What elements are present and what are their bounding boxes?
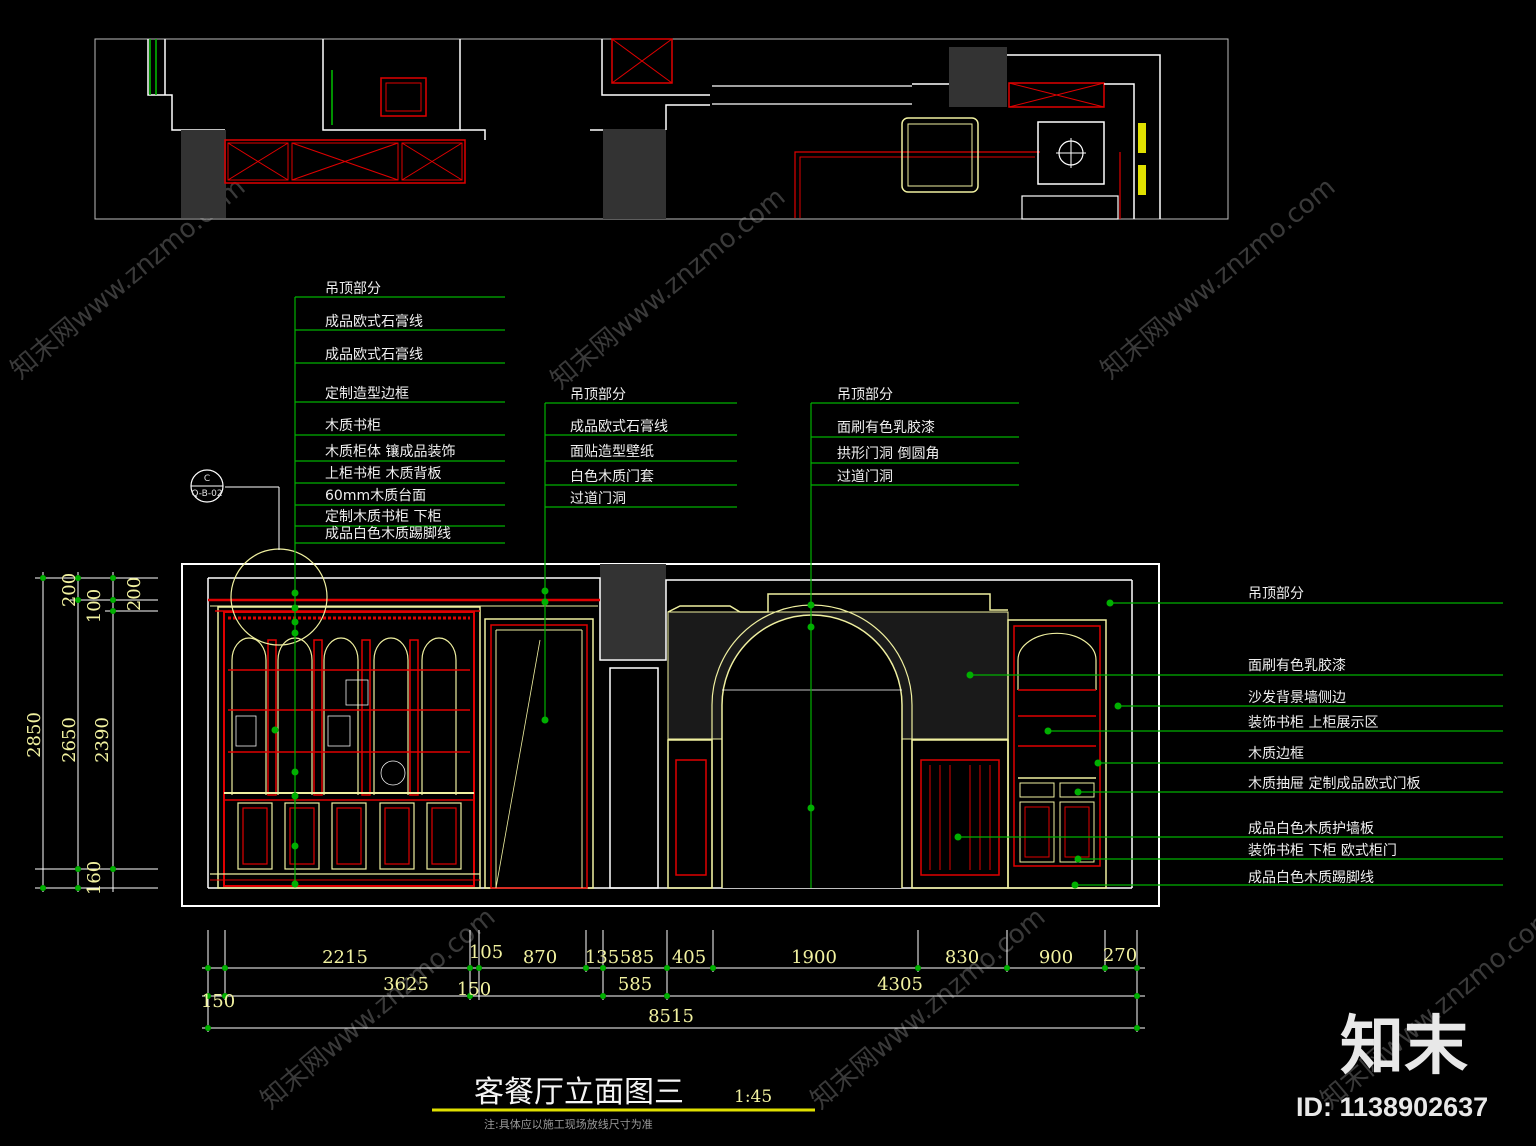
label-mid-4: 白色木质门套 bbox=[570, 468, 654, 485]
leader-lines bbox=[294, 296, 1503, 888]
brand-block: 知末 ID: 1138902637 bbox=[1296, 1010, 1488, 1122]
door-frame bbox=[484, 618, 659, 889]
dim-h-900: 900 bbox=[1039, 947, 1073, 968]
drawing-scale: 1:45 bbox=[734, 1087, 772, 1107]
label-right-8: 装饰书柜 下柜 欧式柜门 bbox=[1248, 843, 1397, 859]
dim-h-585b: 585 bbox=[618, 974, 652, 995]
label-right-3: 沙发背景墙侧边 bbox=[1248, 690, 1346, 706]
label-arch-2: 面刷有色乳胶漆 bbox=[837, 419, 935, 436]
dim-h-585a: 585 bbox=[620, 947, 654, 968]
label-right-6: 木质抽屉 定制成品欧式门板 bbox=[1248, 776, 1420, 792]
display-cabinet bbox=[1007, 619, 1107, 889]
label-left-6: 木质柜体 镶成品装饰 bbox=[325, 443, 455, 460]
labels-right: 吊顶部分 面刷有色乳胶漆 沙发背景墙侧边 装饰书柜 上柜展示区 木质边框 木质抽… bbox=[1248, 586, 1420, 886]
callout-sheet: Q-B-02 bbox=[191, 489, 222, 499]
dim-v-2650: 2650 bbox=[59, 717, 80, 763]
dim-h-135: 135 bbox=[585, 947, 619, 968]
watermark-3: 知末网www.znzmo.com bbox=[1095, 172, 1341, 385]
dim-h-4305: 4305 bbox=[877, 974, 923, 995]
dim-h-830: 830 bbox=[945, 947, 979, 968]
brand-id: ID: 1138902637 bbox=[1296, 1092, 1488, 1122]
label-mid-3: 面贴造型壁纸 bbox=[570, 444, 654, 460]
label-right-5: 木质边框 bbox=[1248, 746, 1304, 762]
dim-h-3625: 3625 bbox=[383, 974, 429, 995]
watermark-4: 知末网www.znzmo.com bbox=[255, 902, 501, 1115]
dim-v-160: 160 bbox=[84, 861, 105, 895]
label-mid-2: 成品欧式石膏线 bbox=[570, 418, 668, 435]
label-right-7: 成品白色木质护墙板 bbox=[1248, 820, 1374, 837]
label-right-4: 装饰书柜 上柜展示区 bbox=[1248, 715, 1378, 731]
dim-v-2850: 2850 bbox=[24, 712, 45, 758]
drawing-note: 注:具体应以施工现场放线尺寸为准 bbox=[484, 1117, 653, 1131]
label-mid-5: 过道门洞 bbox=[570, 491, 626, 507]
label-left-2: 成品欧式石膏线 bbox=[325, 313, 423, 330]
label-right-2: 面刷有色乳胶漆 bbox=[1248, 657, 1346, 674]
dim-v-2390: 2390 bbox=[92, 717, 113, 763]
label-left-4: 定制造型边框 bbox=[325, 386, 409, 402]
horizontal-dimensions: 2215 105 870 135 585 405 1900 830 900 27… bbox=[201, 930, 1145, 1032]
bookcase bbox=[208, 598, 600, 889]
labels-arch: 吊顶部分 面刷有色乳胶漆 拱形门洞 倒圆角 过道门洞 bbox=[837, 387, 939, 485]
callout-id: C bbox=[204, 474, 210, 484]
leader-dots bbox=[271, 587, 1122, 889]
label-right-9: 成品白色木质踢脚线 bbox=[1248, 869, 1374, 886]
dim-v-200a: 200 bbox=[59, 573, 80, 607]
label-left-1: 吊顶部分 bbox=[325, 281, 381, 297]
brand-logo: 知末 bbox=[1340, 1010, 1468, 1084]
label-mid-1: 吊顶部分 bbox=[570, 387, 626, 403]
label-left-7: 上柜书柜 木质背板 bbox=[325, 466, 441, 482]
labels-mid: 吊顶部分 成品欧式石膏线 面贴造型壁纸 白色木质门套 过道门洞 bbox=[570, 387, 668, 507]
watermark-5: 知末网www.znzmo.com bbox=[805, 902, 1051, 1115]
label-arch-3: 拱形门洞 倒圆角 bbox=[837, 446, 939, 462]
arch-wall bbox=[667, 593, 1009, 889]
dim-h-8515: 8515 bbox=[648, 1006, 694, 1027]
label-arch-4: 过道门洞 bbox=[837, 469, 893, 485]
dim-h-150b: 150 bbox=[201, 991, 235, 1012]
label-left-10: 成品白色木质踢脚线 bbox=[325, 525, 451, 542]
dim-h-870: 870 bbox=[523, 947, 557, 968]
dim-h-405: 405 bbox=[672, 947, 706, 968]
dim-v-200b: 200 bbox=[124, 577, 145, 611]
dim-v-100: 100 bbox=[84, 589, 105, 623]
label-left-3: 成品欧式石膏线 bbox=[325, 346, 423, 363]
label-left-5: 木质书柜 bbox=[325, 418, 381, 434]
label-right-1: 吊顶部分 bbox=[1248, 586, 1304, 602]
label-left-8: 60mm木质台面 bbox=[325, 488, 426, 504]
detail-callout: C Q-B-02 bbox=[190, 469, 328, 646]
plan-view bbox=[94, 38, 1229, 220]
dim-h-2215: 2215 bbox=[322, 947, 368, 968]
dim-h-1900: 1900 bbox=[791, 947, 837, 968]
dim-h-105: 105 bbox=[469, 942, 503, 963]
label-arch-1: 吊顶部分 bbox=[837, 387, 893, 403]
drawing-title: 客餐厅立面图三 bbox=[474, 1075, 684, 1110]
label-left-9: 定制木质书柜 下柜 bbox=[325, 509, 441, 525]
labels-left: 吊顶部分 成品欧式石膏线 成品欧式石膏线 定制造型边框 木质书柜 木质柜体 镶成… bbox=[325, 281, 455, 542]
vertical-dimensions: 2850 200 2650 160 100 200 2390 bbox=[24, 572, 158, 895]
title-block: 客餐厅立面图三 1:45 注:具体应以施工现场放线尺寸为准 bbox=[432, 1075, 815, 1131]
dim-h-270: 270 bbox=[1103, 945, 1137, 966]
watermark-2: 知末网www.znzmo.com bbox=[545, 182, 791, 395]
dim-h-150a: 150 bbox=[457, 979, 491, 1000]
